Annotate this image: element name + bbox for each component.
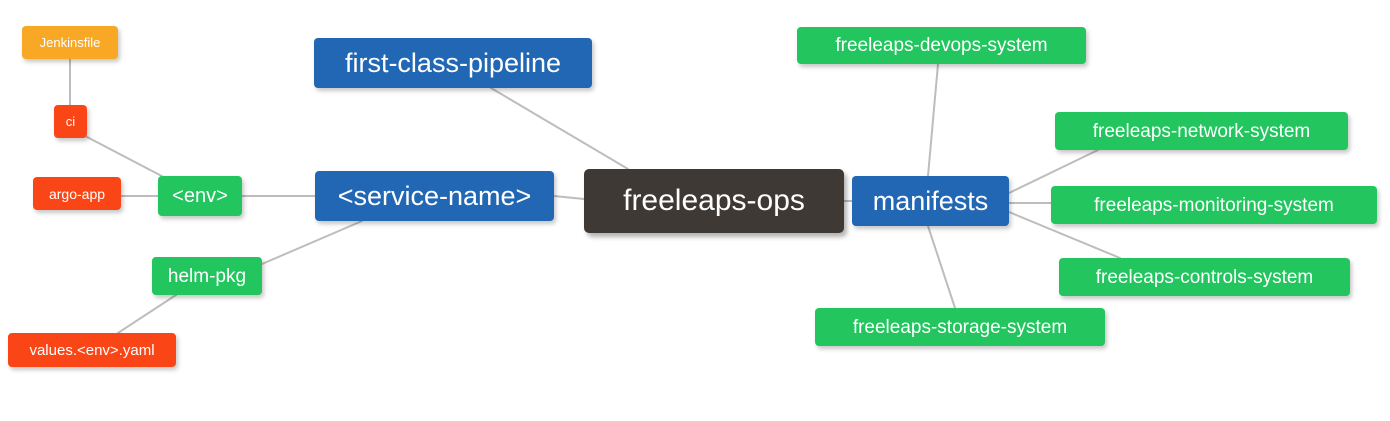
edge-values-env-yaml-to-helm-pkg [117,294,177,334]
node-jenkinsfile[interactable]: Jenkinsfile [22,26,118,59]
node-service-name[interactable]: <service-name> [315,171,554,221]
edge-helm-pkg-to-service-name [261,220,363,265]
edge-manifests-to-freeleaps-devops-system [927,63,939,177]
node-env[interactable]: <env> [158,176,242,216]
node-freeleaps-ops[interactable]: freeleaps-ops [584,169,844,233]
node-values-env-yaml[interactable]: values.<env>.yaml [8,333,176,367]
edge-manifests-to-freeleaps-storage-system [927,225,956,309]
node-freeleaps-monitoring-system[interactable]: freeleaps-monitoring-system [1051,186,1377,224]
node-freeleaps-network-system[interactable]: freeleaps-network-system [1055,112,1348,150]
node-manifests[interactable]: manifests [852,176,1009,226]
node-argo-app[interactable]: argo-app [33,177,121,210]
edge-service-name-to-freeleaps-ops [553,195,585,200]
node-first-class-pipeline[interactable]: first-class-pipeline [314,38,592,88]
node-freeleaps-devops-system[interactable]: freeleaps-devops-system [797,27,1086,64]
node-ci[interactable]: ci [54,105,87,138]
node-freeleaps-controls-system[interactable]: freeleaps-controls-system [1059,258,1350,296]
edge-first-class-pipeline-to-freeleaps-ops [490,87,629,170]
node-freeleaps-storage-system[interactable]: freeleaps-storage-system [815,308,1105,346]
node-helm-pkg[interactable]: helm-pkg [152,257,262,295]
